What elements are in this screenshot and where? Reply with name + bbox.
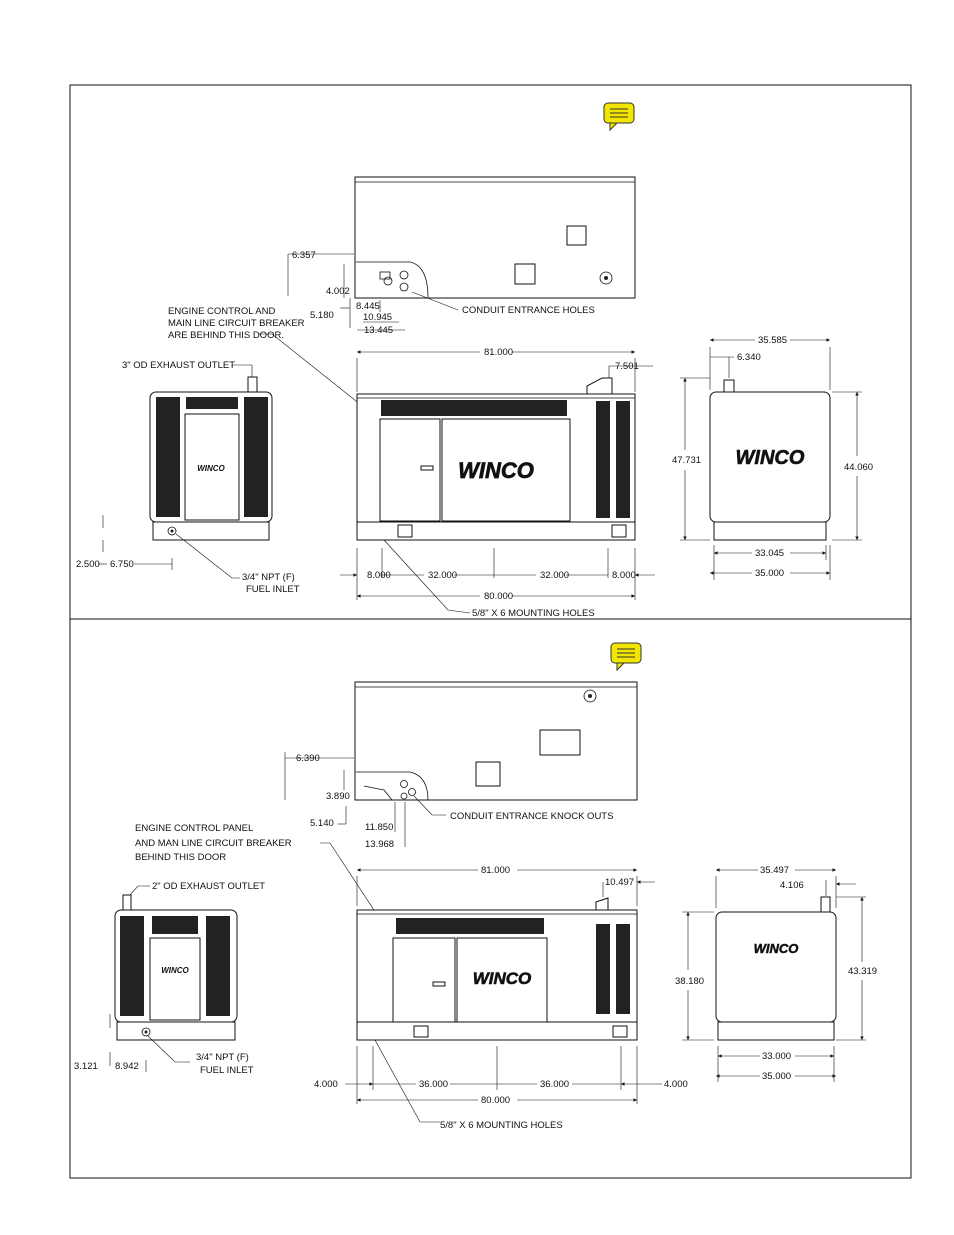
dim-top-d: 8.445 — [356, 301, 380, 312]
front-view-2: WINCO — [356, 897, 638, 1041]
front-view-dimensions: 81.000 7.501 8.000 32.000 32.000 8.000 8… — [340, 347, 655, 619]
brand-logo-small: WINCO — [197, 464, 225, 473]
dim-side-base-inner: 33.045 — [755, 548, 784, 559]
dim2-width-overall: 81.000 — [481, 865, 510, 876]
top-view-2-dimensions: 6.390 3.890 5.140 11.850 13.968 CONDUIT … — [284, 752, 613, 850]
dim2-side-height-right: 43.319 — [848, 966, 877, 977]
front-view-2-dimensions: 81.000 10.497 4.000 36.000 36.000 4.000 … — [314, 865, 688, 1131]
panel-1: 6.357 4.002 5.180 8.445 10.945 13.445 CO… — [76, 102, 873, 619]
dim2-top-b: 3.890 — [326, 791, 350, 802]
side-view-2-dimensions: 35.497 4.106 38.180 43.319 33.000 35.000 — [675, 865, 877, 1082]
comment-note-icon-2[interactable] — [610, 642, 642, 672]
dim-base-c: 32.000 — [540, 570, 569, 581]
dim2-top-c: 5.140 — [310, 818, 334, 829]
label-door-line-3: ARE BEHIND THIS DOOR. — [168, 330, 284, 341]
dim2-side-exhaust: 4.106 — [780, 880, 804, 891]
label2-conduit: CONDUIT ENTRANCE KNOCK OUTS — [450, 811, 613, 822]
label2-mounting: 5/8" X 6 MOUNTING HOLES — [440, 1120, 563, 1131]
dim-side-base-outer: 35.000 — [755, 568, 784, 579]
dim2-side-width: 35.497 — [760, 865, 789, 876]
label2-fuel-2: FUEL INLET — [200, 1065, 254, 1076]
dim2-base-total: 80.000 — [481, 1095, 510, 1106]
dim2-top-d: 11.850 — [365, 822, 393, 833]
end-view: WINCO 3" OD EXHAUST OUTLET 2.500 6.750 3… — [76, 360, 300, 595]
dim-top-a: 6.357 — [292, 250, 316, 261]
dim2-side-base-outer: 35.000 — [762, 1071, 791, 1082]
dim2-side-height-left: 38.180 — [675, 976, 704, 987]
label2-exhaust: 2" OD EXHAUST OUTLET — [152, 881, 265, 892]
dim-base-a: 8.000 — [367, 570, 391, 581]
dim-top-c: 5.180 — [310, 310, 334, 321]
label-conduit: CONDUIT ENTRANCE HOLES — [462, 305, 595, 316]
comment-note-icon[interactable] — [603, 102, 635, 132]
dim2-side-base-inner: 33.000 — [762, 1051, 791, 1062]
dim-width-overall: 81.000 — [484, 347, 513, 358]
dim-base-b: 32.000 — [428, 570, 457, 581]
label2-door-line-2: AND MAN LINE CIRCUIT BREAKER — [135, 838, 292, 849]
dim-side-width: 35.585 — [758, 335, 787, 346]
outer-frame — [69, 84, 912, 1179]
dim2-end-a: 3.121 — [74, 1061, 98, 1072]
top-view-dimensions: 6.357 4.002 5.180 8.445 10.945 13.445 CO… — [287, 250, 595, 336]
side-view-2: WINCO — [715, 896, 837, 1041]
dim2-base-a: 4.000 — [314, 1079, 338, 1090]
brand-logo-2: WINCO — [473, 969, 532, 988]
brand-logo-side-2: WINCO — [754, 941, 799, 956]
dim2-base-c: 36.000 — [540, 1079, 569, 1090]
dim2-base-d: 4.000 — [664, 1079, 688, 1090]
dim-top-f: 13.445 — [364, 325, 393, 336]
label-door-line-1: ENGINE CONTROL AND — [168, 306, 275, 317]
brand-logo-small-2: WINCO — [161, 966, 189, 975]
dim2-top-e: 13.968 — [365, 839, 394, 850]
end-view-2: WINCO 2" OD EXHAUST OUTLET 3.121 8.942 3… — [74, 881, 265, 1076]
top-view-2 — [354, 681, 638, 801]
dim-top-e: 10.945 — [363, 312, 392, 323]
side-view-dimensions: 35.585 6.340 47.731 44.060 33.045 35.000 — [672, 335, 873, 580]
top-view — [354, 176, 636, 299]
label2-door-line-1: ENGINE CONTROL PANEL — [135, 823, 253, 834]
dim-exhaust-offset: 7.501 — [615, 361, 639, 372]
dim2-base-b: 36.000 — [419, 1079, 448, 1090]
brand-logo-side: WINCO — [736, 447, 805, 469]
dim-end-b: 6.750 — [110, 559, 134, 570]
dim-side-exhaust: 6.340 — [737, 352, 761, 363]
dim2-top-a: 6.390 — [296, 753, 320, 764]
panel-2: 6.390 3.890 5.140 11.850 13.968 CONDUIT … — [74, 642, 877, 1131]
label-exhaust: 3" OD EXHAUST OUTLET — [122, 360, 235, 371]
dim-base-total: 80.000 — [484, 591, 513, 602]
dim-base-d: 8.000 — [612, 570, 636, 581]
dim2-end-b: 8.942 — [115, 1061, 139, 1072]
dim-side-height-right: 44.060 — [844, 462, 873, 473]
label2-fuel-1: 3/4" NPT (F) — [196, 1052, 249, 1063]
dim2-exhaust-offset: 10.497 — [605, 877, 634, 888]
side-view: WINCO — [709, 379, 831, 541]
label-fuel-1: 3/4" NPT (F) — [242, 572, 295, 583]
dim-top-b: 4.002 — [326, 286, 350, 297]
label-mounting: 5/8" X 6 MOUNTING HOLES — [472, 608, 595, 619]
front-view: WINCO — [356, 377, 636, 541]
label-door-line-2: MAIN LINE CIRCUIT BREAKER — [168, 318, 305, 329]
dim-side-height-left: 47.731 — [672, 455, 701, 466]
dim-end-a: 2.500 — [76, 559, 100, 570]
label-fuel-2: FUEL INLET — [246, 584, 300, 595]
label2-door-line-3: BEHIND THIS DOOR — [135, 852, 226, 863]
brand-logo: WINCO — [458, 458, 534, 483]
